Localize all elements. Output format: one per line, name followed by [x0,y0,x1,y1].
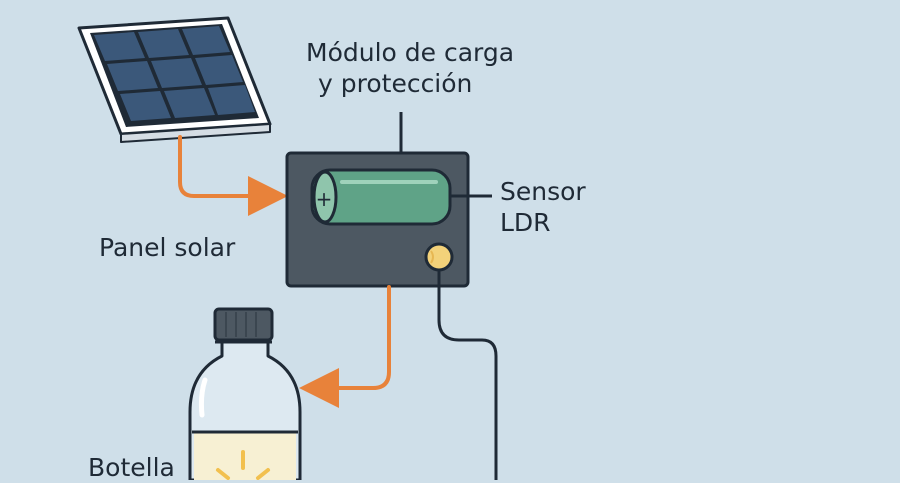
ldr-sensor-icon [424,242,454,272]
panel-label: Panel solar [99,232,235,263]
module-label-line-2: y protección [318,69,473,98]
sensor-label: Sensor LDR [500,176,586,238]
sensor-wire [437,270,498,480]
solar-panel-icon [77,16,272,143]
light-bulb-glow-icon [216,450,270,480]
sensor-label-line-2: LDR [500,208,551,237]
bottle-label-text: Botella [88,453,175,482]
energy-flow-arrow-bottle [299,285,391,408]
panel-label-text: Panel solar [99,233,236,262]
module-label: Módulo de carga y protección [306,37,514,99]
sensor-label-line-1: Sensor [500,177,586,206]
energy-flow-arrow-panel [178,135,288,216]
bottle-label: Botella [88,452,175,483]
battery-icon: + [310,168,452,226]
svg-text:+: + [316,187,333,211]
module-label-line-1: Módulo de carga [306,38,515,67]
